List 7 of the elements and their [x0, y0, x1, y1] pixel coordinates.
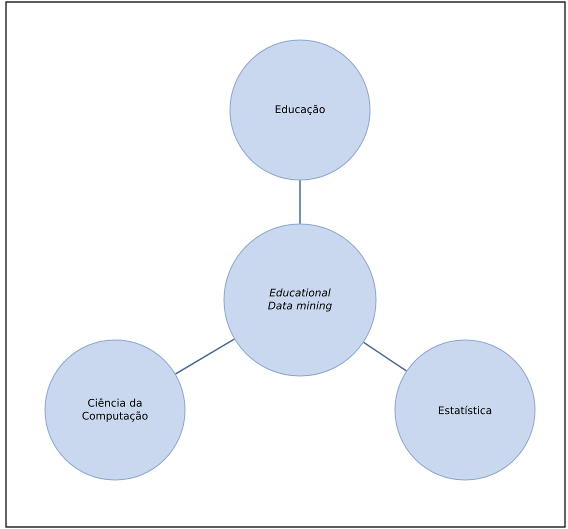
circle-node: Educação [230, 40, 370, 180]
connector-line [363, 342, 407, 372]
connector-line [299, 180, 301, 224]
circle-node: Ciência da Computação [44, 339, 186, 480]
connector-line [175, 338, 235, 375]
circle-node: Educational Data mining [224, 223, 376, 376]
circle-node: Estatística [394, 339, 536, 480]
